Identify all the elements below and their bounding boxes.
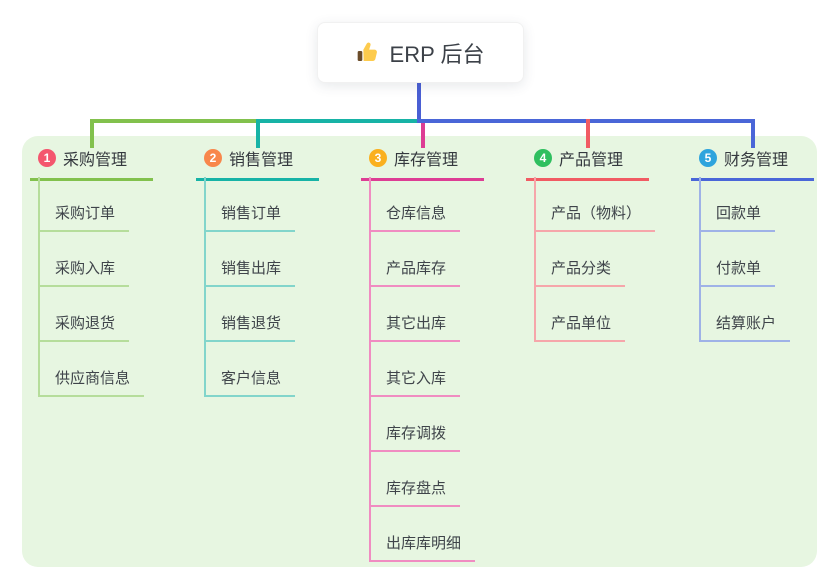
child-node[interactable]: 付款单 — [699, 261, 776, 287]
branch-number-badge: 1 — [38, 149, 56, 167]
root-label: ERP 后台 — [389, 41, 485, 67]
branch-number-badge: 2 — [204, 149, 222, 167]
child-node[interactable]: 产品（物料） — [534, 206, 656, 232]
child-node[interactable]: 产品库存 — [369, 261, 461, 287]
branch-label: 采购管理 — [63, 152, 128, 169]
connector-horizontal-teal — [255, 119, 421, 123]
branch-node-5[interactable]: 5 财务管理 — [691, 146, 814, 181]
branch-label: 产品管理 — [559, 152, 624, 169]
child-node[interactable]: 其它出库 — [369, 316, 461, 342]
branch-label: 财务管理 — [724, 152, 789, 169]
branch-node-3[interactable]: 3 库存管理 — [361, 146, 484, 181]
branch-number-badge: 3 — [369, 149, 387, 167]
child-node[interactable]: 出库库明细 — [369, 536, 476, 562]
branch-label: 库存管理 — [394, 152, 459, 169]
child-node[interactable]: 采购入库 — [38, 261, 130, 287]
branch-drop-line-3 — [420, 123, 425, 148]
branches-panel — [22, 136, 817, 567]
branch-spine-line — [699, 177, 701, 342]
branch-spine-line — [534, 177, 536, 342]
branch-node-2[interactable]: 2 销售管理 — [196, 146, 319, 181]
child-node[interactable]: 客户信息 — [204, 371, 296, 397]
branch-node-4[interactable]: 4 产品管理 — [526, 146, 649, 181]
child-node[interactable]: 采购退货 — [38, 316, 130, 342]
branch-drop-line-2 — [255, 119, 260, 148]
branch-spine-line — [204, 177, 206, 397]
branch-number-badge: 5 — [699, 149, 717, 167]
child-node[interactable]: 其它入库 — [369, 371, 461, 397]
connector-horizontal-green — [89, 119, 260, 123]
child-node[interactable]: 结算账户 — [699, 316, 791, 342]
branch-node-1[interactable]: 1 采购管理 — [30, 146, 153, 181]
child-node[interactable]: 库存盘点 — [369, 481, 461, 507]
branch-drop-line-5 — [750, 119, 755, 148]
child-node[interactable]: 库存调拨 — [369, 426, 461, 452]
child-node[interactable]: 仓库信息 — [369, 206, 461, 232]
branch-number-badge: 4 — [534, 149, 552, 167]
thumbs-up-icon — [357, 41, 381, 65]
branch-spine-line — [369, 177, 371, 562]
child-node[interactable]: 销售出库 — [204, 261, 296, 287]
branch-drop-line-1 — [89, 119, 94, 148]
child-node[interactable]: 产品单位 — [534, 316, 626, 342]
branch-drop-line-4 — [585, 119, 590, 148]
root-node[interactable]: ERP 后台 — [317, 22, 524, 83]
branch-spine-line — [38, 177, 40, 397]
child-node[interactable]: 回款单 — [699, 206, 776, 232]
root-connector-line — [417, 81, 421, 123]
child-node[interactable]: 产品分类 — [534, 261, 626, 287]
child-node[interactable]: 供应商信息 — [38, 371, 145, 397]
branch-label: 销售管理 — [229, 152, 294, 169]
child-node[interactable]: 销售退货 — [204, 316, 296, 342]
child-node[interactable]: 销售订单 — [204, 206, 296, 232]
child-node[interactable]: 采购订单 — [38, 206, 130, 232]
